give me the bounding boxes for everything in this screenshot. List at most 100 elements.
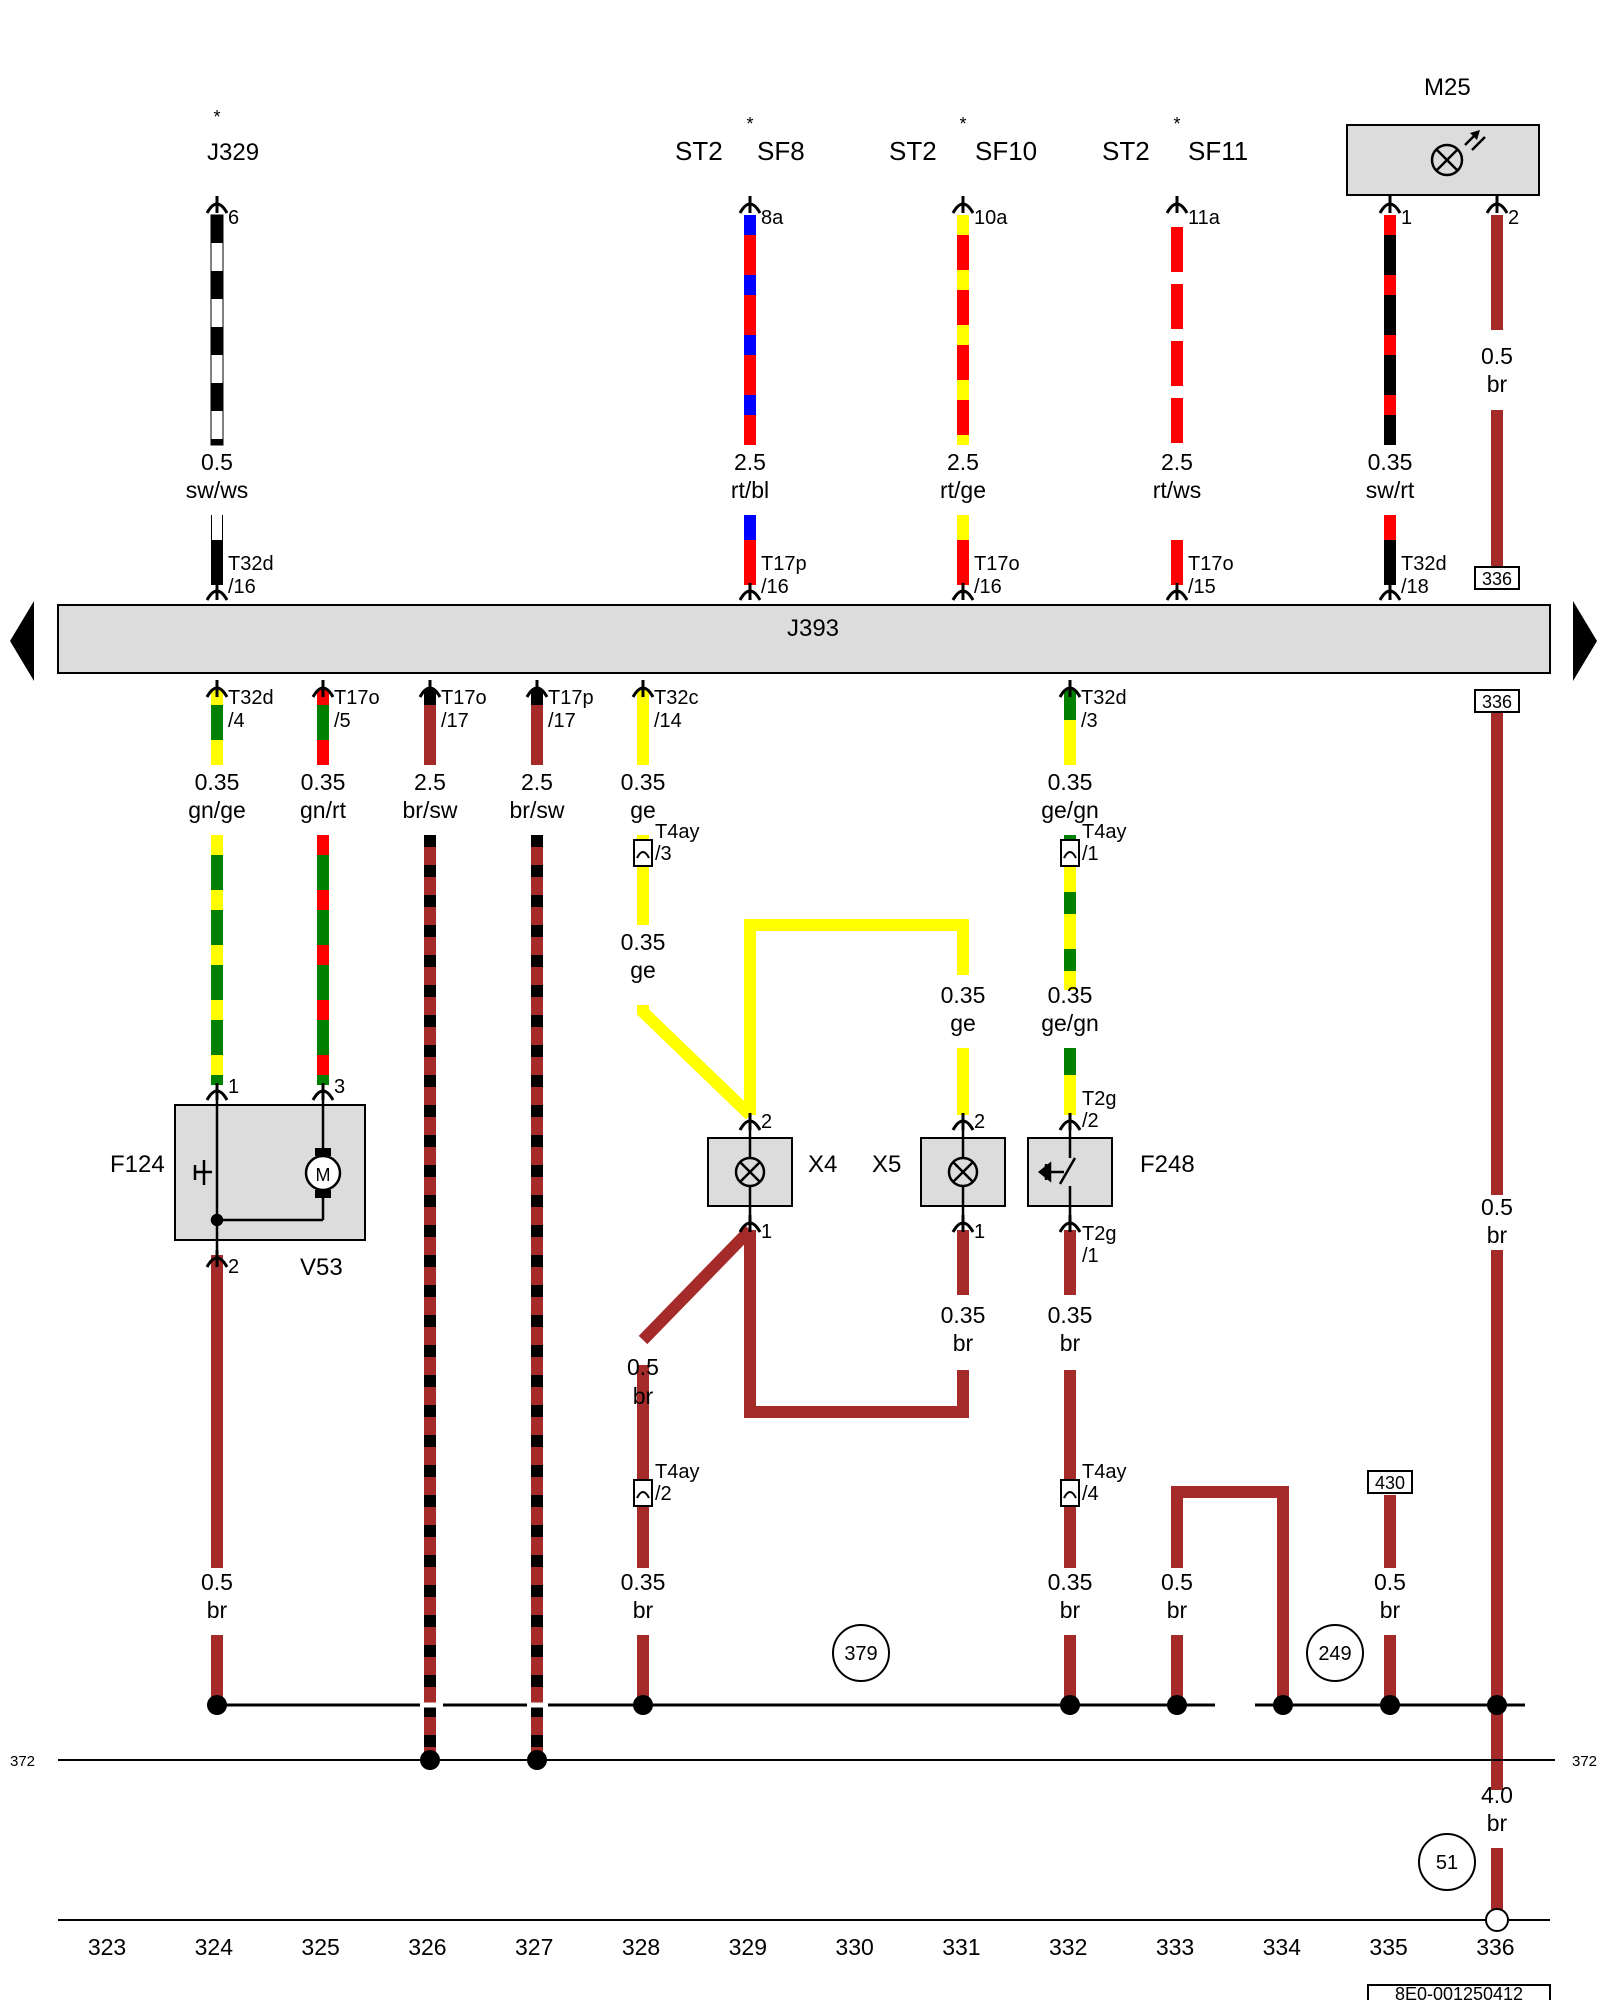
bc4-color: ge bbox=[630, 797, 656, 823]
ic0-connector: T4ay bbox=[655, 821, 699, 843]
sf8-pin: 8a bbox=[761, 207, 784, 229]
ic3-connector: T4ay bbox=[1082, 1461, 1126, 1483]
wl3-color: br bbox=[633, 1383, 654, 1409]
bc3-color: br/sw bbox=[510, 797, 565, 823]
v53-motor-icon bbox=[304, 1148, 342, 1198]
inline-connector-symbols bbox=[633, 839, 1080, 1507]
wl1-gauge: 0.35 bbox=[941, 982, 986, 1008]
wl0-color: ge bbox=[630, 957, 656, 983]
track-number: 331 bbox=[942, 1934, 980, 1960]
sf8-star: * bbox=[746, 114, 753, 134]
bc4-connector: T32c bbox=[654, 687, 698, 709]
ground-372-left: 372 bbox=[10, 1753, 35, 1770]
bc5-pin: /3 bbox=[1081, 710, 1098, 732]
ic5-connector: T2g bbox=[1082, 1223, 1116, 1245]
ic5-pin: /1 bbox=[1082, 1245, 1099, 1267]
j329-label: J329 bbox=[207, 139, 259, 166]
bc2-gauge: 2.5 bbox=[414, 769, 446, 795]
x4-label: X4 bbox=[808, 1151, 837, 1178]
doc-number: 8E0-001250412 bbox=[1395, 1984, 1523, 2000]
wl9-color: br bbox=[1167, 1597, 1188, 1623]
m25-box bbox=[1346, 124, 1540, 196]
track-number: 326 bbox=[408, 1934, 446, 1960]
sf10-connector: T17o bbox=[974, 553, 1020, 575]
x4-lamp-icon bbox=[734, 1130, 766, 1216]
f124-switch-icon bbox=[193, 1100, 325, 1255]
bc5-gauge: 0.35 bbox=[1048, 769, 1093, 795]
j329-star: * bbox=[213, 107, 220, 127]
track-number: 333 bbox=[1156, 1934, 1194, 1960]
ic1-pin: /1 bbox=[1082, 843, 1099, 865]
ref-51: 51 bbox=[1436, 1852, 1458, 1874]
bc2-color: br/sw bbox=[403, 797, 458, 823]
j329-pin: 6 bbox=[228, 207, 239, 229]
wl10-gauge: 0.5 bbox=[1374, 1569, 1406, 1595]
track-number: 332 bbox=[1049, 1934, 1087, 1960]
sf11-label: SF11 bbox=[1188, 136, 1248, 166]
ground-lines bbox=[58, 1695, 1555, 1932]
ref-336-top: 336 bbox=[1482, 569, 1512, 589]
sf8-gauge: 2.5 bbox=[734, 449, 766, 475]
track-number: 330 bbox=[835, 1934, 873, 1960]
m25-1-connector-pin: /18 bbox=[1401, 576, 1429, 598]
track-number: 335 bbox=[1369, 1934, 1407, 1960]
wl5-gauge: 0.35 bbox=[1048, 1302, 1093, 1328]
m25-pin2: 2 bbox=[1508, 207, 1519, 229]
wl1-color: ge bbox=[950, 1010, 976, 1036]
sf10-label: SF10 bbox=[975, 136, 1037, 166]
wl11-color: br bbox=[1487, 1810, 1508, 1836]
track-number: 336 bbox=[1476, 1934, 1514, 1960]
ground-point-51 bbox=[1485, 1908, 1509, 1932]
m25-pin1: 1 bbox=[1401, 207, 1412, 229]
x4-pin-bottom: 1 bbox=[761, 1221, 772, 1243]
m25-1-color: sw/rt bbox=[1366, 477, 1415, 503]
wl7-color: br bbox=[633, 1597, 654, 1623]
track-number: 334 bbox=[1263, 1934, 1302, 1960]
bc1-pin: /5 bbox=[334, 710, 351, 732]
wl6-gauge: 0.5 bbox=[201, 1569, 233, 1595]
sf8-label: SF8 bbox=[757, 136, 805, 166]
x5-lamp-icon bbox=[947, 1130, 979, 1216]
m25-label: M25 bbox=[1424, 74, 1471, 101]
m25-lower-color: br bbox=[1487, 1222, 1508, 1248]
sf11-connector-pin: /15 bbox=[1188, 576, 1216, 598]
wl2-color: ge/gn bbox=[1041, 1010, 1099, 1036]
ic4-pin: /2 bbox=[1082, 1110, 1099, 1132]
ic4-connector: T2g bbox=[1082, 1088, 1116, 1110]
wl0-gauge: 0.35 bbox=[621, 929, 666, 955]
bottom-wires bbox=[211, 690, 1503, 1912]
bc5-color: ge/gn bbox=[1041, 797, 1099, 823]
track-number: 325 bbox=[301, 1934, 339, 1960]
m25-1-connector: T32d bbox=[1401, 553, 1447, 575]
sf11-prefix: ST2 bbox=[1102, 136, 1150, 166]
x5-pin-top: 2 bbox=[974, 1111, 985, 1133]
pin-symbols bbox=[205, 196, 1509, 1268]
sf10-color: rt/ge bbox=[940, 477, 986, 503]
sf10-star: * bbox=[959, 114, 966, 134]
f248-label: F248 bbox=[1140, 1151, 1195, 1178]
j393-label: J393 bbox=[787, 615, 839, 642]
wl4-gauge: 0.35 bbox=[941, 1302, 986, 1328]
sf8-connector: T17p bbox=[761, 553, 807, 575]
ref-249: 249 bbox=[1318, 1643, 1351, 1665]
f124-pin1: 1 bbox=[228, 1076, 239, 1098]
bc1-color: gn/rt bbox=[300, 797, 347, 823]
ic2-pin: /2 bbox=[655, 1483, 672, 1505]
bc0-gauge: 0.35 bbox=[195, 769, 240, 795]
sf8-color: rt/bl bbox=[731, 477, 769, 503]
sf8-connector-pin: /16 bbox=[761, 576, 789, 598]
bc2-pin: /17 bbox=[441, 710, 469, 732]
m25-1-gauge: 0.35 bbox=[1368, 449, 1413, 475]
continue-left-arrow bbox=[10, 601, 34, 681]
j329-color: sw/ws bbox=[186, 477, 249, 503]
wl10-color: br bbox=[1380, 1597, 1401, 1623]
m25-2-color: br bbox=[1487, 371, 1508, 397]
sf11-pin: 11a bbox=[1188, 207, 1221, 229]
bc0-color: gn/ge bbox=[188, 797, 246, 823]
bc4-gauge: 0.35 bbox=[621, 769, 666, 795]
top-wires bbox=[210, 214, 1503, 585]
track-number: 328 bbox=[622, 1934, 660, 1960]
m25-lamp-icon bbox=[1430, 130, 1486, 177]
wl5-color: br bbox=[1060, 1330, 1081, 1356]
f248-switch-icon bbox=[1037, 1130, 1077, 1216]
